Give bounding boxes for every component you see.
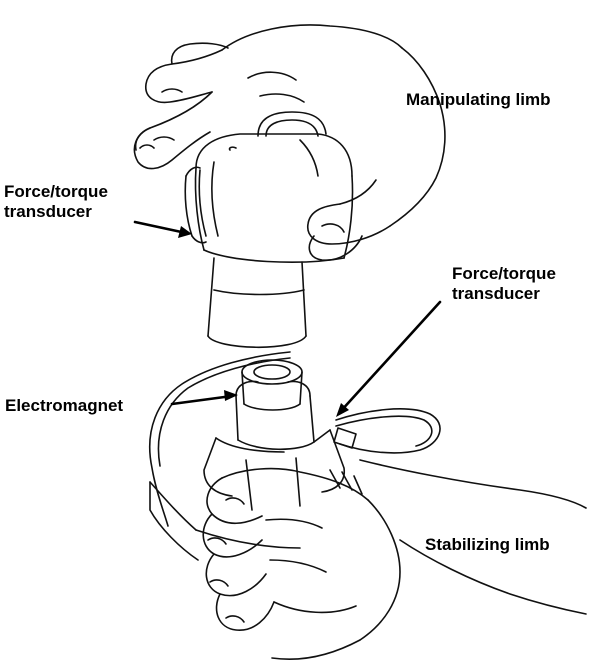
upper-transducer-drawing [185, 112, 352, 347]
label-force-torque-transducer-right: Force/torque transducer [452, 264, 556, 304]
cable-drawing [150, 352, 440, 526]
label-ft-top-line1: Force/torque [4, 182, 108, 202]
label-force-torque-transducer-top: Force/torque transducer [4, 182, 108, 222]
arrowheads [178, 226, 349, 417]
arrow-force-torque-right [340, 302, 440, 412]
label-manipulating-limb-text: Manipulating limb [406, 90, 551, 110]
label-ft-right-line1: Force/torque [452, 264, 556, 284]
label-stabilizing-limb: Stabilizing limb [425, 535, 550, 555]
label-manipulating-limb: Manipulating limb [406, 90, 551, 110]
label-ft-right-line2: transducer [452, 284, 556, 304]
label-electromagnet-text: Electromagnet [5, 396, 123, 416]
label-electromagnet: Electromagnet [5, 396, 123, 416]
arrow-force-torque-top [135, 222, 186, 233]
label-stabilizing-limb-text: Stabilizing limb [425, 535, 550, 555]
arrow-electromagnet [172, 396, 232, 404]
pointer-arrows [135, 222, 440, 412]
manipulating-hand-drawing [134, 25, 445, 260]
electromagnet-drawing [204, 360, 344, 510]
label-ft-top-line2: transducer [4, 202, 108, 222]
